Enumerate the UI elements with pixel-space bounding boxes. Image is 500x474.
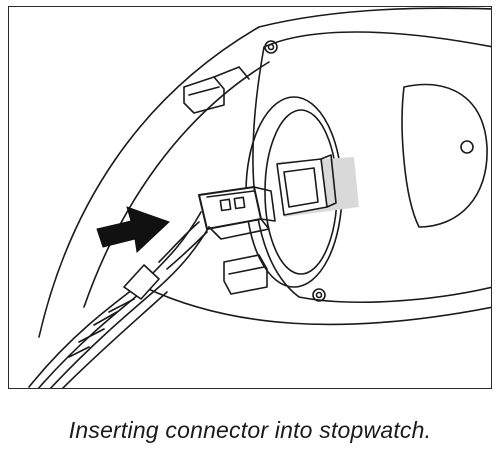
insertion-arrow-icon xyxy=(96,206,170,254)
top-screw xyxy=(264,40,278,54)
housing-inner-curve xyxy=(83,61,270,308)
dial-pin xyxy=(460,140,474,154)
housing-bottom-curve xyxy=(143,286,491,326)
dial-window xyxy=(401,83,488,228)
receptacle xyxy=(276,158,328,216)
figure-caption: Inserting connector into stopwatch. xyxy=(68,417,432,443)
illustration-frame xyxy=(8,6,492,389)
bottom-clip xyxy=(223,254,268,295)
bottom-screw xyxy=(312,288,326,302)
housing-outer-curve xyxy=(38,7,491,338)
stopwatch-connector-illustration xyxy=(28,7,491,388)
